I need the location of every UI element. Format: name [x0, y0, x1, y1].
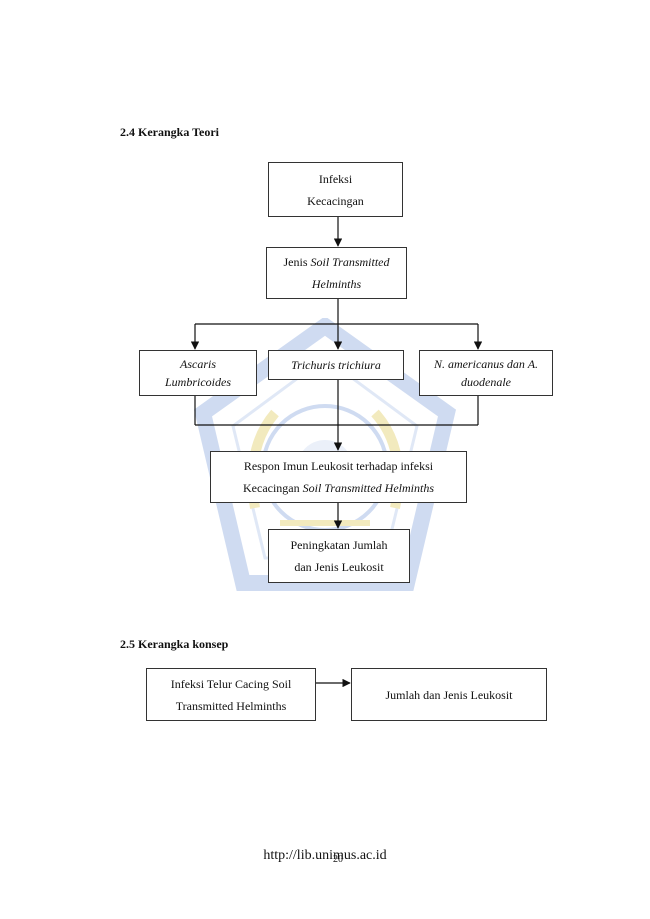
footer-url[interactable]: http://lib.unimus.ac.id [263, 848, 387, 863]
node-infeksi-telur-line2: Transmitted Helminths [175, 698, 287, 713]
node-infeksi-line1: Infeksi [318, 171, 353, 186]
node-respon-line1: Respon Imun Leukosit terhadap infeksi [243, 459, 434, 473]
node-peningkatan: Peningkatan Jumlah dan Jenis Leukosit [268, 529, 410, 583]
node-ascaris-line1: Ascaris [180, 357, 216, 371]
node-jumlah-jenis-leukosit: Jumlah dan Jenis Leukosit [351, 668, 547, 721]
node-infeksi-line2: Kecacingan [307, 193, 364, 208]
node-jenis-prefix: Jenis [283, 255, 311, 269]
node-respon-line2-prefix: Kecacingan [243, 481, 303, 495]
node-americanus-line1: N. americanus dan A. [433, 357, 539, 371]
node-jenis-italic1: Soil Transmitted [310, 255, 390, 269]
node-jenis-sth: Jenis Soil Transmitted Helminths [266, 247, 407, 299]
node-ascaris-line2: Lumbricoides [165, 375, 231, 389]
node-jenis-italic2: Helminths [311, 277, 362, 291]
node-respon-line2: Kecacingan Soil Transmitted Helminths [243, 477, 434, 499]
node-ascaris: Ascaris Lumbricoides [139, 350, 257, 396]
node-trichuris-line1: Trichuris trichiura [291, 358, 381, 372]
section-heading-kerangka-konsep: 2.5 Kerangka konsep [120, 637, 229, 651]
section-heading-kerangka-teori: 2.4 Kerangka Teori [120, 125, 220, 139]
node-americanus: N. americanus dan A. duodenale [419, 350, 553, 396]
node-jumlah-line1: Jumlah dan Jenis Leukosit [385, 687, 513, 702]
node-infeksi-telur-line1: Infeksi Telur Cacing Soil [170, 676, 292, 691]
node-trichuris: Trichuris trichiura [268, 350, 404, 380]
node-jenis-line1: Jenis Soil Transmitted [283, 251, 389, 273]
node-infeksi-telur-cacing: Infeksi Telur Cacing Soil Transmitted He… [146, 668, 316, 721]
node-peningkatan-line2: dan Jenis Leukosit [294, 560, 384, 574]
node-infeksi-kecacingan: Infeksi Kecacingan [268, 162, 403, 217]
page-number: 20 [333, 854, 343, 865]
node-respon-line2-italic: Soil Transmitted Helminths [302, 481, 434, 495]
node-respon-imun: Respon Imun Leukosit terhadap infeksi Ke… [210, 451, 467, 503]
node-americanus-line2: duodenale [461, 375, 511, 389]
node-peningkatan-line1: Peningkatan Jumlah [290, 538, 388, 552]
